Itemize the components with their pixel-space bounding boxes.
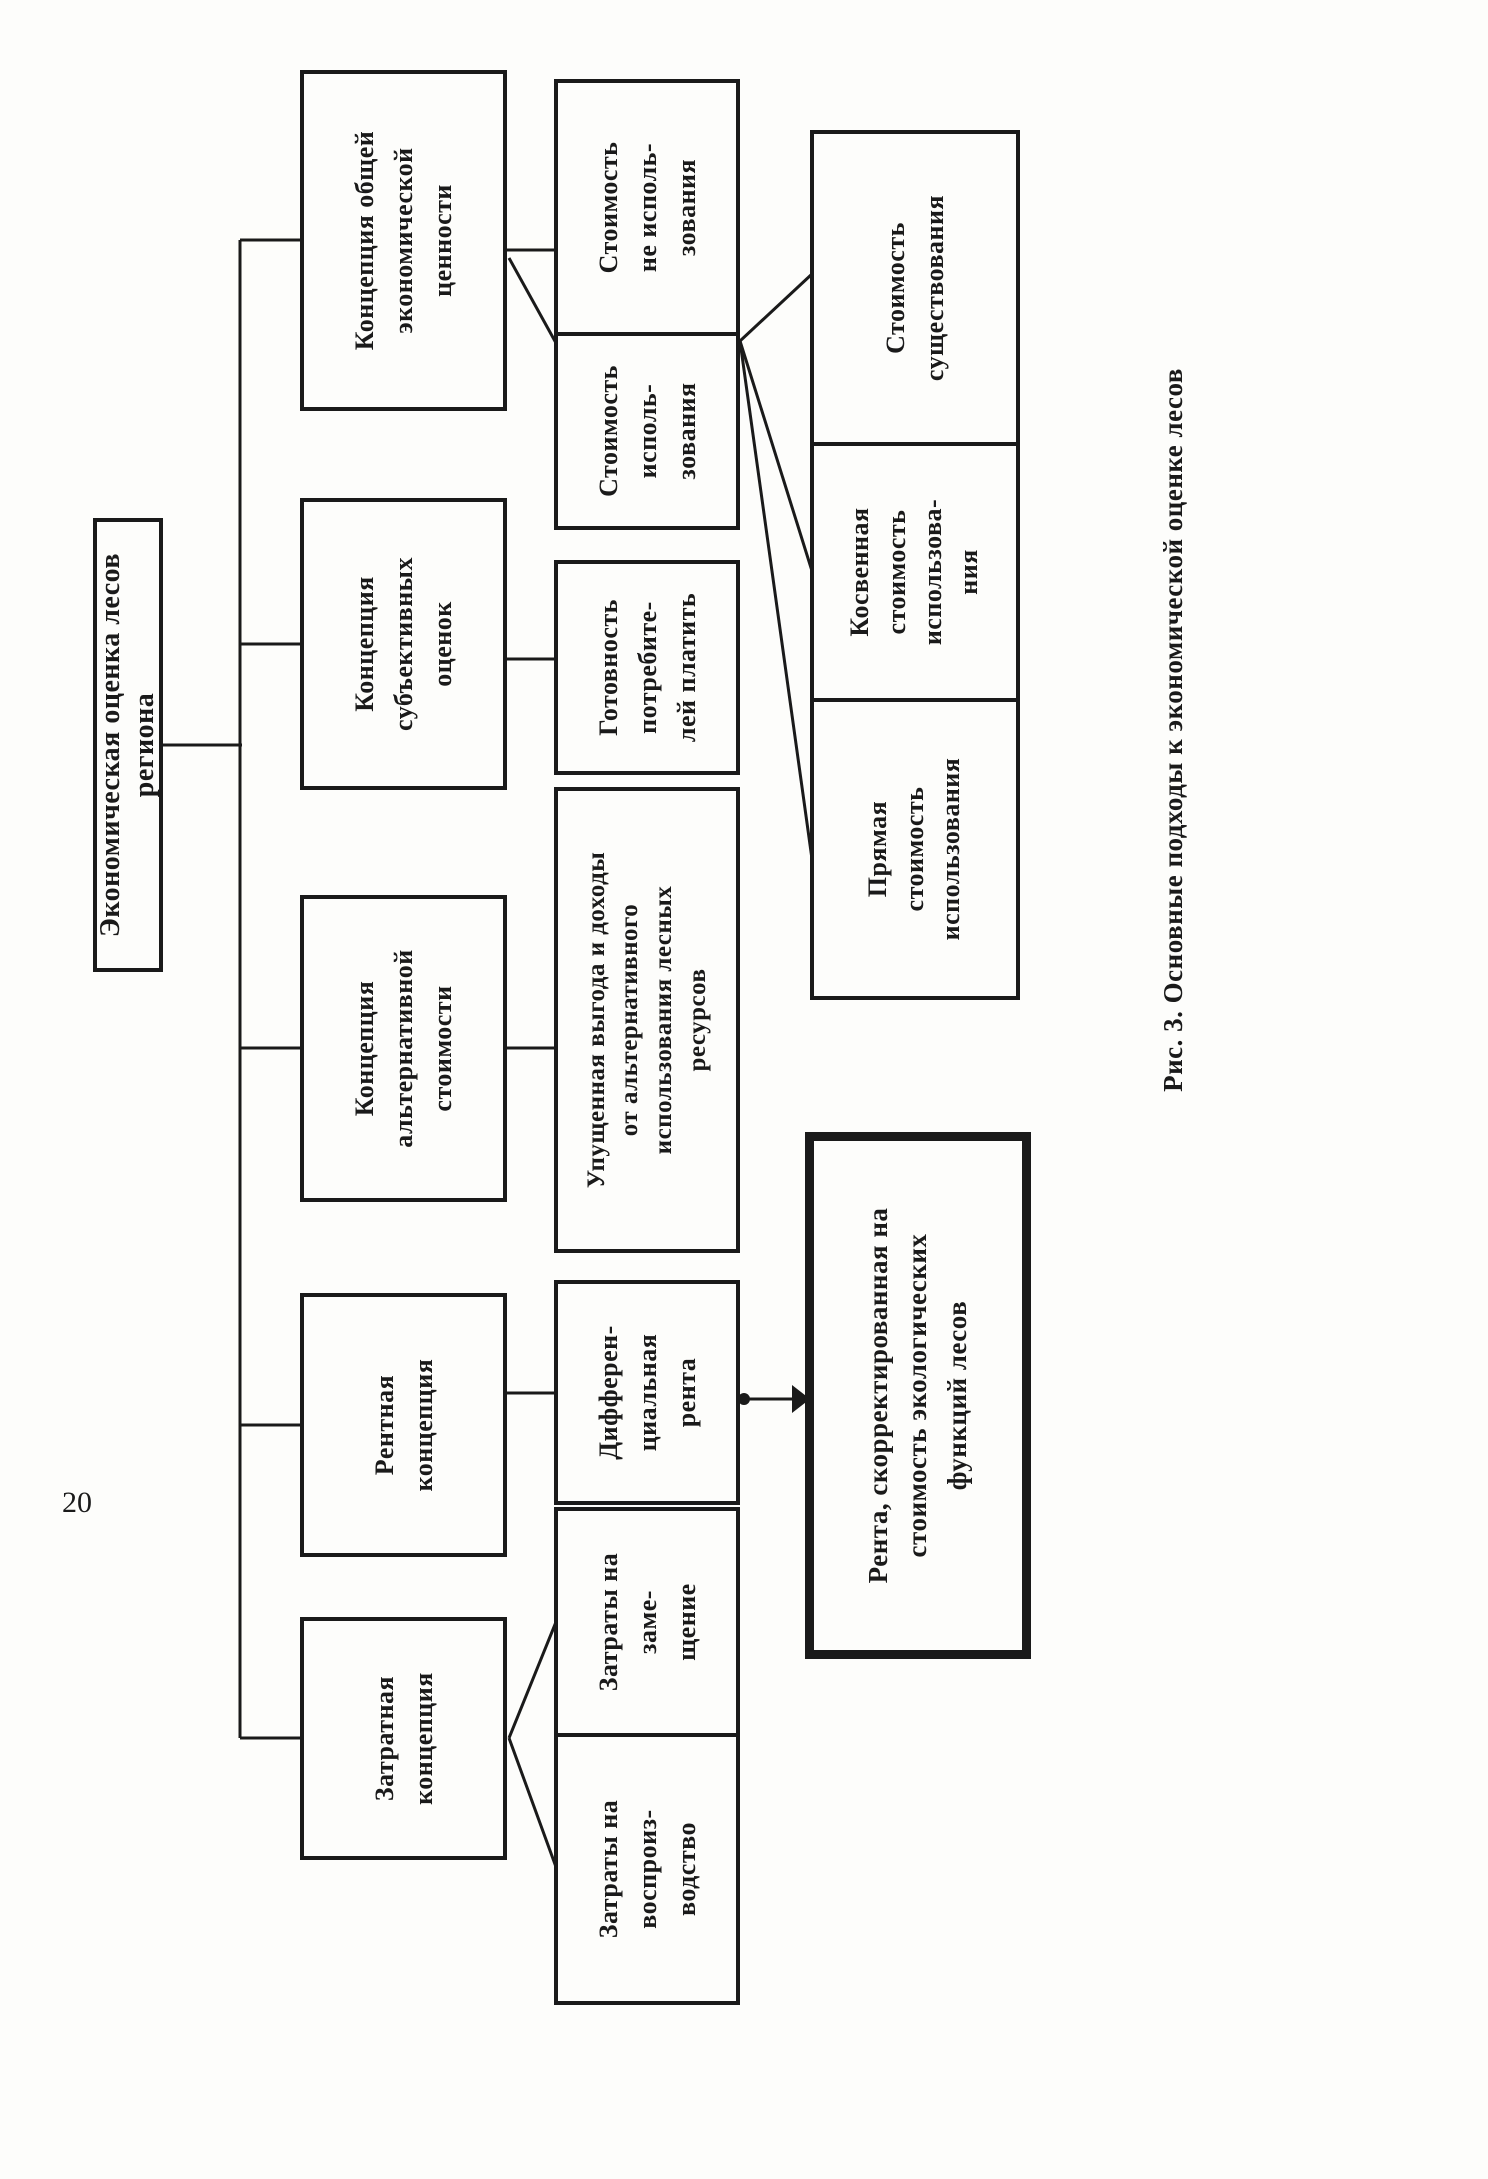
box-alternative-cost-concept: Концепция альтернативной стоимости [300, 895, 507, 1202]
box-willingness-to-pay: Готовность потребите- лей платить [554, 560, 740, 775]
box-label: Дифферен- циальная рента [593, 1325, 701, 1460]
box-label: Готовность потребите- лей платить [593, 592, 701, 743]
box-label: Затраты на воспроиз- водство [593, 1799, 701, 1939]
connector-line [738, 340, 814, 572]
box-label: Концепция альтернативной стоимости [350, 949, 457, 1148]
box-label: Концепция общей экономической ценности [350, 130, 457, 351]
box-label: Затраты на заме- щение [593, 1552, 701, 1692]
box-rent-concept: Рентная концепция [300, 1293, 507, 1557]
box-indirect-use-value: Косвенная стоимость использова- ния [810, 442, 1020, 702]
connector-line [738, 340, 814, 860]
page-number: 20 [62, 1486, 92, 1519]
connector-line [507, 1621, 558, 1739]
box-rent-corrected-ecological: Рента, скорректированная на стоимость эк… [805, 1132, 1031, 1659]
box-existence-value: Стоимость существования [810, 130, 1020, 446]
box-label: Затратная концепция [369, 1672, 438, 1805]
box-lost-profit: Упущенная выгода и доходы от альтернатив… [554, 787, 740, 1253]
box-label: Концепция субъективных оценок [350, 557, 457, 731]
box-label: Рентная концепция [369, 1358, 438, 1492]
arrowhead-icon [792, 1385, 810, 1413]
connector-line [738, 272, 814, 343]
box-direct-use-value: Прямая стоимость использования [810, 698, 1020, 1000]
box-use-value: Стоимость исполь- зования [554, 332, 740, 530]
box-subjective-estimates-concept: Концепция субъективных оценок [300, 498, 507, 790]
box-reproduction-costs: Затраты на воспроиз- водство [554, 1733, 740, 2005]
box-label: Прямая стоимость использования [863, 757, 966, 941]
box-non-use-value: Стоимость не исполь- зования [554, 79, 740, 336]
arrow-start-dot [738, 1393, 750, 1405]
connector-line [507, 1737, 558, 1868]
figure-caption: Рис. 3. Основные подходы к экономической… [1158, 368, 1188, 1092]
box-label: Косвенная стоимость использова- ния [845, 498, 984, 646]
box-replacement-costs: Затраты на заме- щение [554, 1507, 740, 1737]
box-label: Стоимость исполь- зования [593, 365, 701, 497]
box-label: Стоимость существования [881, 194, 949, 382]
box-label: Стоимость не исполь- зования [593, 141, 701, 274]
box-total-economic-value-concept: Концепция общей экономической ценности [300, 70, 507, 411]
box-cost-concept: Затратная концепция [300, 1617, 507, 1860]
box-differential-rent: Дифферен- циальная рента [554, 1280, 740, 1505]
box-label: Экономическая оценка лесов региона [95, 552, 160, 938]
box-label: Рента, скорректированная на стоимость эк… [863, 1207, 972, 1584]
box-label: Упущенная выгода и доходы от альтернатив… [582, 851, 711, 1189]
box-root-economic-evaluation: Экономическая оценка лесов региона [93, 518, 163, 972]
connector-line [507, 257, 558, 344]
